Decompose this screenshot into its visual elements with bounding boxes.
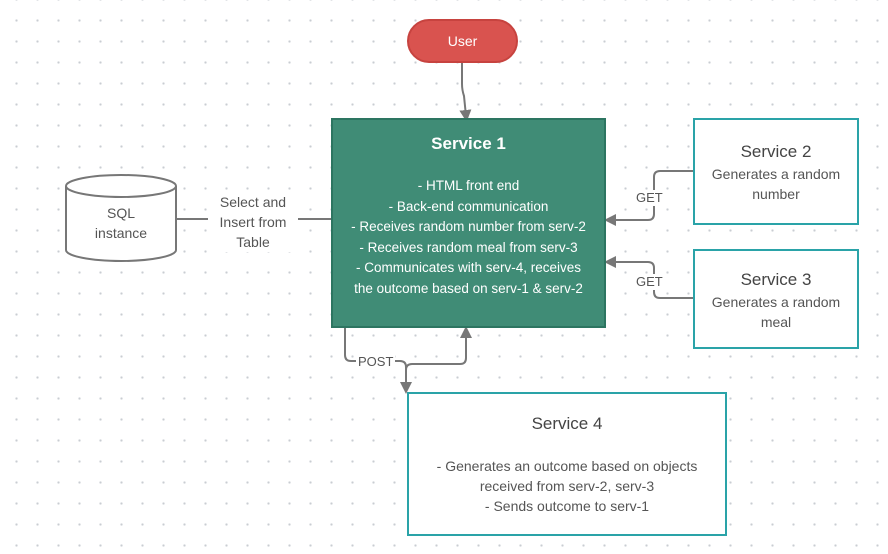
- get-label-service3: GET: [636, 274, 663, 290]
- sql-edge-label: Select and Insert from Table: [208, 192, 298, 252]
- connector-user-to-service1: [459, 63, 472, 122]
- service4-node[interactable]: Service 4 - Generates an outcome based o…: [407, 392, 727, 536]
- service1-line: - Communicates with serv-4, receives: [355, 260, 582, 275]
- service2-description: Generates a random number: [711, 166, 841, 202]
- user-node[interactable]: User: [407, 19, 518, 63]
- sql-label-line: SQL: [106, 205, 135, 221]
- service3-node[interactable]: Service 3 Generates a random meal: [693, 249, 859, 349]
- service3-title: Service 3: [740, 270, 812, 289]
- service2-title: Service 2: [740, 142, 812, 161]
- service1-line: the outcome based on serv-1 & serv-2: [354, 280, 583, 296]
- service1-line: - Back-end communication: [388, 198, 549, 214]
- connector-service4-to-service1: [405, 326, 472, 392]
- service1-line: - Receives random meal from serv-3: [359, 239, 578, 255]
- sql-instance-node[interactable]: SQL instance: [66, 203, 176, 243]
- service1-title: Service 1: [431, 134, 506, 153]
- service4-title: Service 4: [531, 414, 603, 433]
- service1-line: - Receives random number from serv-2: [351, 219, 586, 234]
- service4-description: - Generates an outcome based on objects …: [436, 458, 698, 514]
- sql-cylinder-shape: [65, 174, 177, 262]
- user-label: User: [447, 33, 478, 49]
- service1-node[interactable]: Service 1 - HTML front end - Back-end co…: [331, 118, 606, 328]
- service3-description: Generates a random meal: [711, 294, 841, 330]
- service2-node[interactable]: Service 2 Generates a random number: [693, 118, 859, 225]
- post-label: POST: [356, 354, 396, 370]
- get-label-service2: GET: [636, 190, 663, 206]
- sql-label-line: instance: [94, 225, 148, 241]
- service1-description: - HTML front end - Back-end communicatio…: [333, 176, 604, 299]
- service1-line: - HTML front end: [417, 178, 520, 193]
